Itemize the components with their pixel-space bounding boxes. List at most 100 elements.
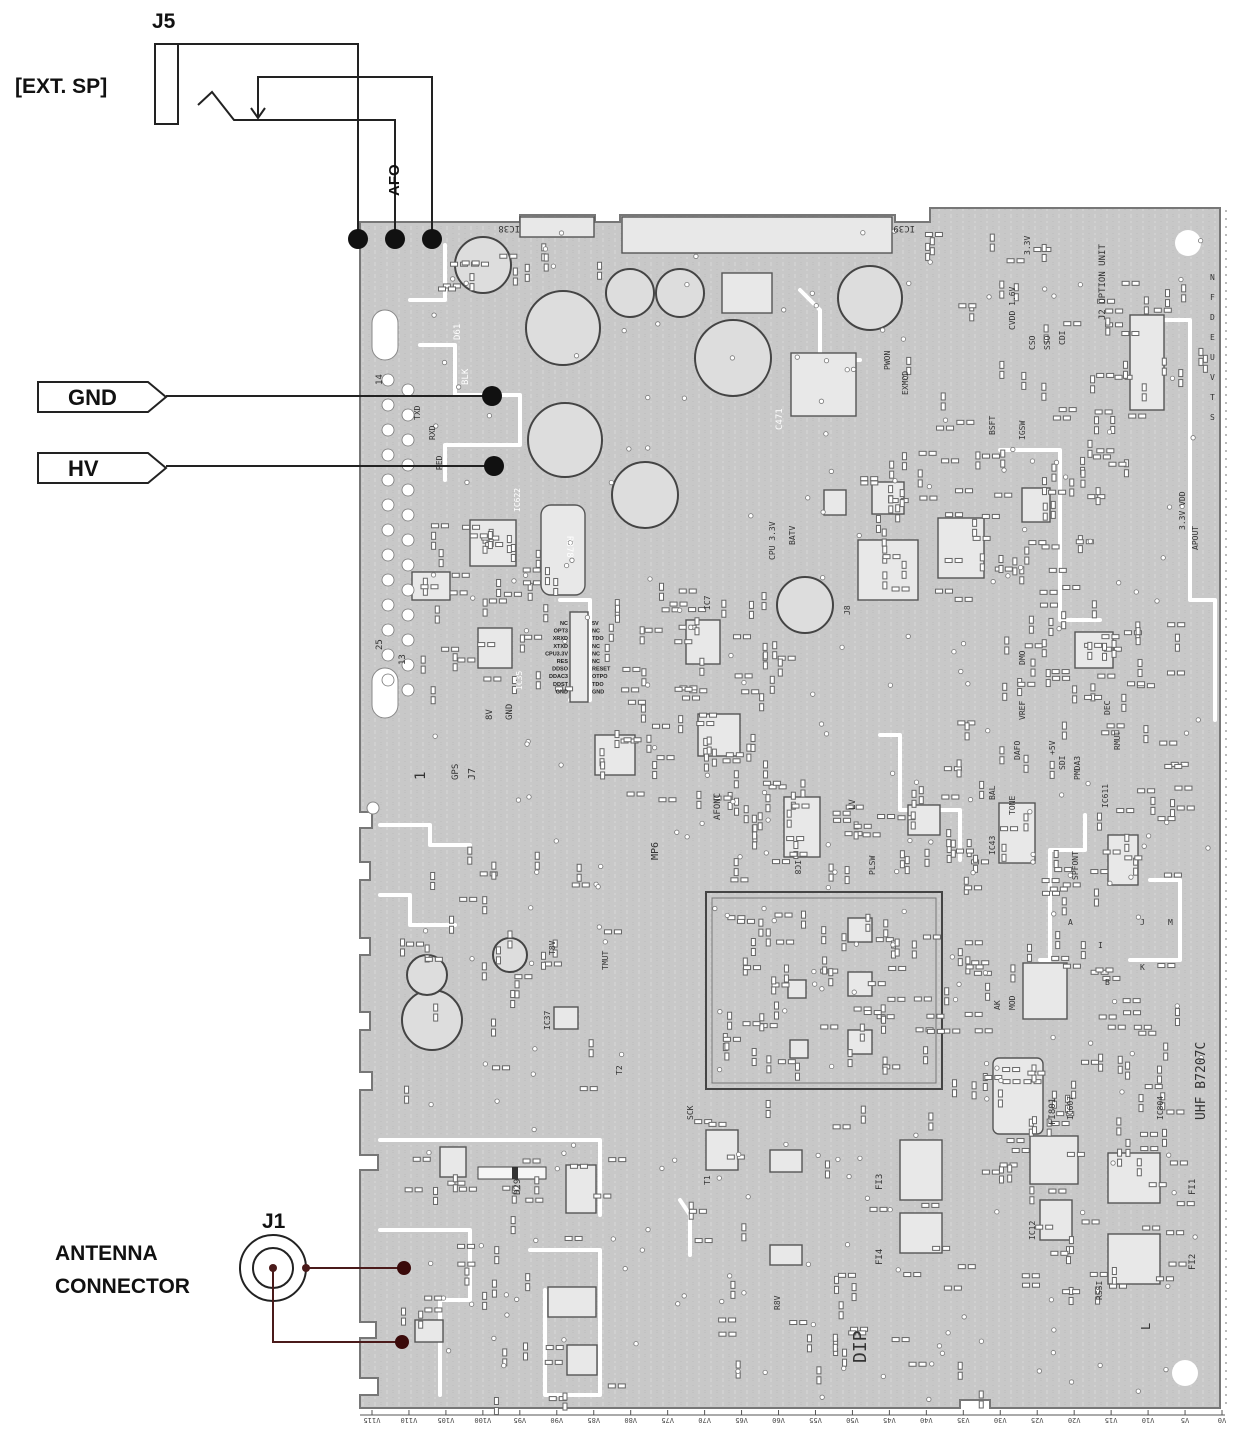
connector-letter: V bbox=[1210, 373, 1215, 382]
pin-label: NC bbox=[560, 621, 568, 627]
silk-cso: CSO bbox=[1028, 335, 1037, 350]
ruler-label: V30 bbox=[994, 1416, 1007, 1424]
silk-option-unit: J2 OPTION UNIT bbox=[1098, 244, 1108, 320]
silk-red: RED bbox=[435, 455, 444, 470]
silk-d29: D29 bbox=[513, 1179, 523, 1195]
pin-label: DDSO bbox=[552, 667, 569, 673]
silk-ic8: IC8 bbox=[793, 860, 802, 875]
electrolytic-capacitors bbox=[401, 236, 903, 1051]
ruler-label: V90 bbox=[550, 1416, 563, 1424]
connector-letter: J bbox=[1140, 918, 1145, 927]
ruler-label: V60 bbox=[772, 1416, 785, 1424]
silk-bsft: BSFT bbox=[988, 416, 997, 435]
silk-t2: T2 bbox=[615, 1065, 624, 1075]
silk-mod: MOD bbox=[1008, 995, 1017, 1010]
pin-label: TDO bbox=[592, 636, 604, 642]
silk-r8v: R8V bbox=[773, 1295, 782, 1310]
silk-spfont: SPFONT bbox=[1071, 851, 1080, 880]
pin-label: GND bbox=[556, 689, 568, 695]
hv-label: HV bbox=[68, 456, 99, 481]
j5-connector: J5 [EXT. SP] AFO bbox=[15, 10, 442, 249]
silk-3v3: 3.3V bbox=[1023, 236, 1032, 255]
ruler-label: V110 bbox=[401, 1416, 418, 1424]
silk-fi2: FI2 bbox=[1188, 1254, 1198, 1270]
connector-letter: K bbox=[1140, 963, 1145, 972]
silk-sdi: SDI bbox=[1058, 755, 1067, 770]
connector-letter: D bbox=[1210, 313, 1215, 322]
pin-label: OPT3 bbox=[554, 629, 568, 635]
ruler-label: V65 bbox=[735, 1416, 748, 1424]
silk-igsw: IGSW bbox=[1018, 421, 1027, 440]
silk-ic38: IC38 bbox=[498, 223, 520, 233]
connector-letter: S bbox=[1210, 413, 1215, 422]
vias bbox=[422, 228, 1211, 1402]
silk-afonc: AFONC bbox=[713, 793, 723, 820]
pin-label: XTXD bbox=[553, 644, 568, 650]
silk-cpu33: CPU 3.3V bbox=[768, 521, 777, 560]
ruler-label: V40 bbox=[920, 1416, 933, 1424]
silk-rxd: RXD bbox=[428, 425, 437, 440]
silk-fi801: FI801 bbox=[1048, 1098, 1058, 1125]
pin-label: DDST bbox=[553, 682, 569, 688]
ruler-label: V75 bbox=[661, 1416, 674, 1424]
silkscreen-labels: IC38 IC39 D61 BLK R378 C471 IC622 IC35 J… bbox=[375, 223, 1215, 1363]
silk-pin13: 13 bbox=[398, 654, 408, 665]
pin-label: NC bbox=[592, 651, 600, 657]
silk-rmut: RMUT bbox=[1113, 731, 1122, 750]
j5-pad-2 bbox=[385, 229, 405, 249]
silk-pwon: PWON bbox=[883, 351, 892, 370]
pin-label: NC bbox=[592, 659, 600, 665]
hv-pointer: HV bbox=[37, 452, 504, 484]
j1-name-line2: CONNECTOR bbox=[55, 1275, 190, 1298]
ruler-label: V80 bbox=[624, 1416, 637, 1424]
j5-ref: J5 bbox=[152, 10, 176, 33]
silk-pmda3: PMDA3 bbox=[1073, 756, 1082, 780]
silk-ic622: IC622 bbox=[513, 488, 522, 512]
silk-blk: BLK bbox=[461, 368, 471, 385]
silk-pin1: 1 bbox=[413, 772, 429, 780]
pin-label: XRXD bbox=[553, 636, 568, 642]
pin-label: NC bbox=[592, 629, 600, 635]
pin-label: CPU3.3V bbox=[545, 651, 568, 657]
ruler-label: V95 bbox=[513, 1416, 526, 1424]
ruler-label: V20 bbox=[1068, 1416, 1081, 1424]
silk-vref: VREF bbox=[1018, 701, 1027, 720]
silk-r378: R378 bbox=[564, 536, 574, 558]
silk-ic7: IC7 bbox=[703, 595, 712, 610]
silk-cvdd: CVDD 1.6V bbox=[1008, 286, 1017, 330]
silk-gnd: GND bbox=[505, 704, 515, 720]
connector-letter: B bbox=[1105, 978, 1110, 987]
silk-ak: AK bbox=[993, 1000, 1002, 1010]
ruler-label: V55 bbox=[809, 1416, 822, 1424]
ruler-label: V70 bbox=[698, 1416, 711, 1424]
j5-afo: AFO bbox=[386, 164, 403, 196]
silk-ic804: IC804 bbox=[1156, 1096, 1165, 1120]
connector-letter: M bbox=[1168, 918, 1173, 927]
silk-tmut: TMUT bbox=[601, 951, 610, 970]
silk-dip: DIP bbox=[850, 1330, 871, 1363]
j5-pad-1 bbox=[348, 229, 368, 249]
pin-label: GND bbox=[592, 689, 604, 695]
ruler-label: V50 bbox=[846, 1416, 859, 1424]
silk-gps: GPS bbox=[451, 764, 461, 780]
j1-name-line1: ANTENNA bbox=[55, 1242, 158, 1265]
silk-dmo: DMO bbox=[1018, 650, 1027, 665]
silk-8v: 8V bbox=[485, 709, 495, 720]
pin-label: NC bbox=[592, 644, 600, 650]
ruler-label: V25 bbox=[1031, 1416, 1044, 1424]
ruler-label: V15 bbox=[1105, 1416, 1118, 1424]
pin-label: RESET bbox=[592, 667, 611, 673]
ruler-label: V0 bbox=[1218, 1416, 1226, 1424]
silk-mp6: MP6 bbox=[650, 842, 661, 860]
ruler-label: V35 bbox=[957, 1416, 970, 1424]
silk-batv: BATV bbox=[788, 526, 797, 545]
j1-antenna-connector: J1 ANTENNA CONNECTOR bbox=[55, 1210, 411, 1349]
components bbox=[411, 216, 1165, 1376]
connector-letter: U bbox=[1210, 353, 1215, 362]
ruler-label: V5 bbox=[1181, 1416, 1189, 1424]
silk-vdd33: 3.3V VDD bbox=[1178, 491, 1187, 530]
pin-list: NCOPT3XRXDXTXDCPU3.3VRESDDSODDAC3DDSTGND… bbox=[545, 621, 611, 695]
ruler-label: V115 bbox=[364, 1416, 381, 1424]
silk-d61: D61 bbox=[453, 324, 463, 340]
